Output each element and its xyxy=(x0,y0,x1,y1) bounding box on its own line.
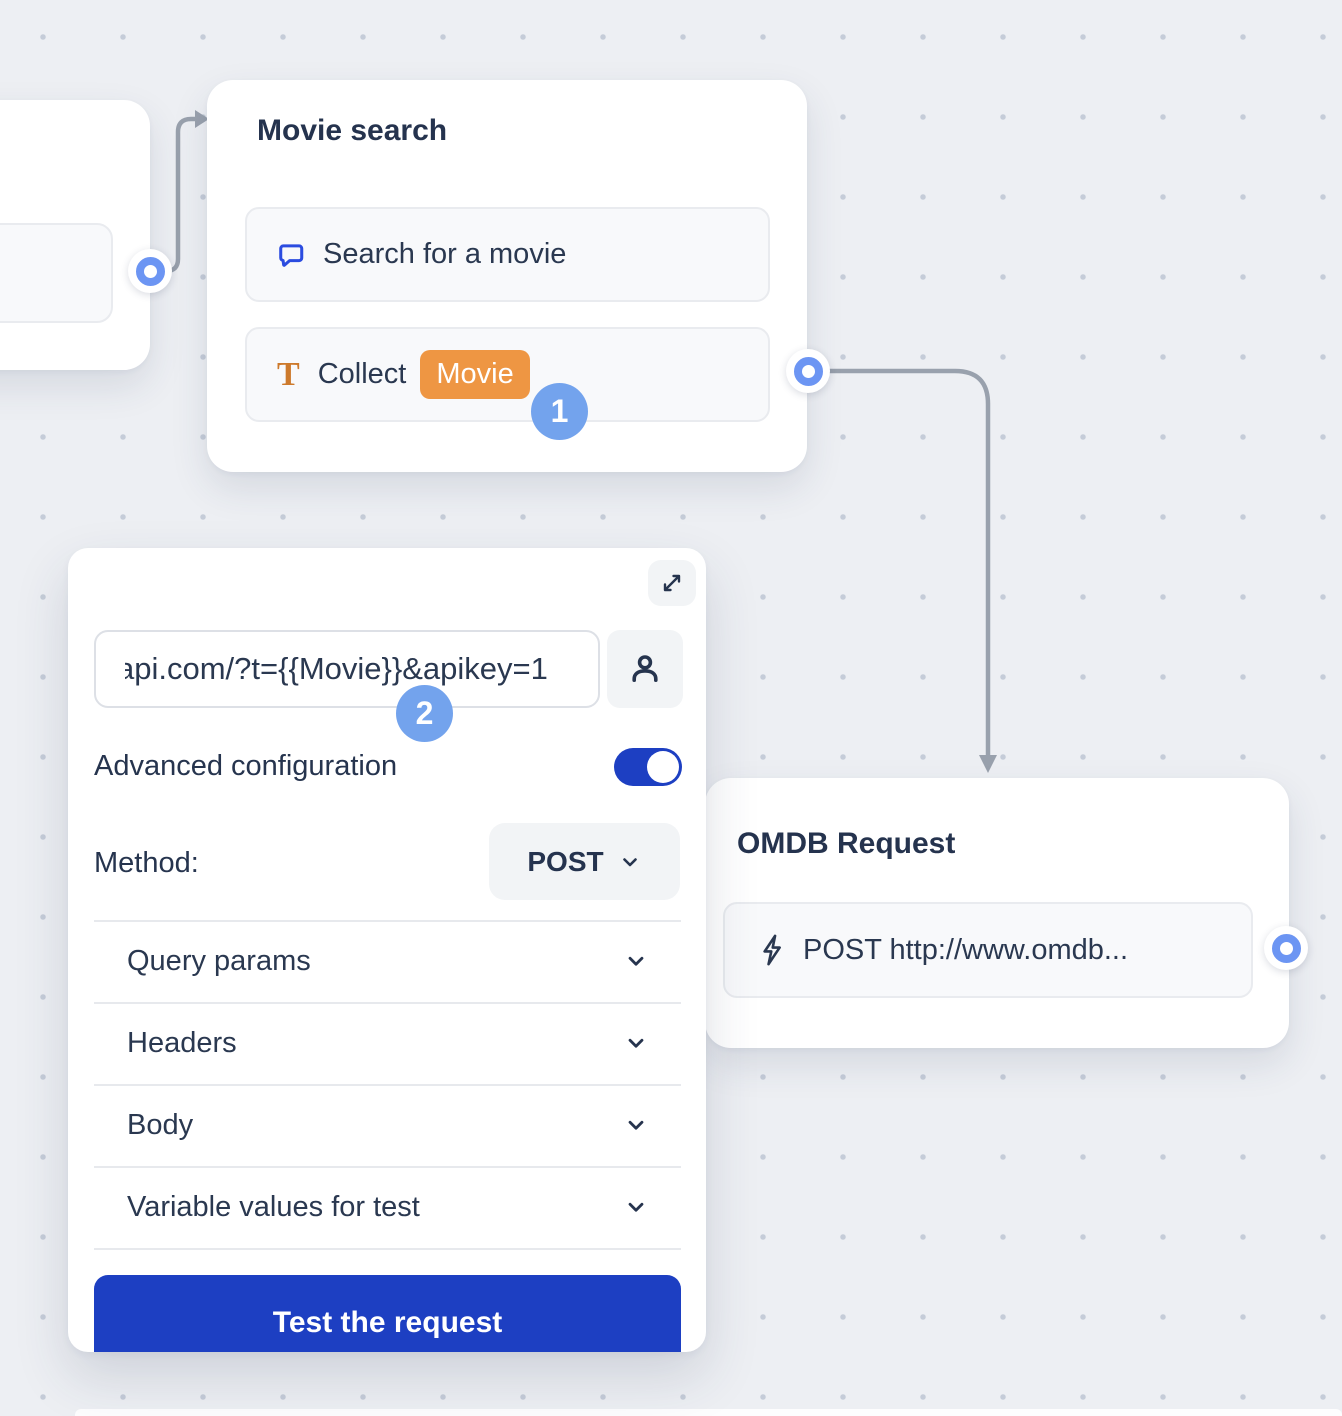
person-icon xyxy=(632,655,658,683)
node-item-search-for-movie[interactable]: Search for a movie xyxy=(245,207,770,302)
section-label: Body xyxy=(127,1108,194,1141)
method-dropdown[interactable]: POST xyxy=(489,823,680,900)
lightning-icon xyxy=(763,934,781,966)
partial-node-card[interactable] xyxy=(0,100,150,370)
expand-button[interactable] xyxy=(648,560,696,606)
advanced-configuration-toggle[interactable] xyxy=(614,748,682,786)
expand-icon xyxy=(663,574,681,592)
advanced-configuration-label: Advanced configuration xyxy=(94,750,398,782)
partial-node-item[interactable] xyxy=(0,223,113,323)
node-movie-search[interactable]: Movie search Search for a movie T Collec… xyxy=(207,80,807,472)
divider xyxy=(94,1084,681,1086)
divider xyxy=(94,1248,681,1250)
connector-left-to-movie-search xyxy=(154,110,209,274)
output-port-partial-node[interactable] xyxy=(128,249,172,293)
section-variable-values[interactable]: Variable values for test xyxy=(94,1166,681,1248)
chevron-down-icon xyxy=(628,1038,644,1048)
url-input[interactable]: api.com/?t={{Movie}}&apikey=1 xyxy=(94,630,600,708)
method-label: Method: xyxy=(94,847,199,879)
node-item-collect-movie[interactable]: T Collect Movie xyxy=(245,327,770,422)
section-label: Query params xyxy=(127,944,311,977)
step-badge-1: 1 xyxy=(531,383,588,440)
chevron-down-icon xyxy=(628,1202,644,1212)
section-query-params[interactable]: Query params xyxy=(94,920,681,1002)
node-title: OMDB Request xyxy=(737,827,956,860)
test-request-button[interactable]: Test the request xyxy=(94,1275,681,1352)
output-port-movie-search[interactable] xyxy=(786,349,830,393)
node-item-omdb-post[interactable]: POST http://www.omdb... xyxy=(723,902,1253,998)
toggle-knob xyxy=(647,751,679,783)
section-label: Headers xyxy=(127,1026,237,1059)
connector-movie-search-to-omdb xyxy=(817,368,997,773)
step-badge-2: 2 xyxy=(396,685,453,742)
divider xyxy=(94,1002,681,1004)
section-headers[interactable]: Headers xyxy=(94,1002,681,1084)
method-value: POST xyxy=(527,845,604,877)
chevron-down-icon xyxy=(622,857,637,866)
variable-badge-movie[interactable]: Movie xyxy=(420,350,530,399)
node-item-label: POST http://www.omdb... xyxy=(803,933,1129,966)
node-item-label: Search for a movie xyxy=(323,238,567,270)
port-ring-icon xyxy=(135,256,165,286)
partial-card-bottom-edge xyxy=(75,1409,1342,1416)
output-port-omdb-request[interactable] xyxy=(1264,926,1308,970)
port-ring-icon xyxy=(1271,933,1301,963)
arrowhead-down-icon xyxy=(979,755,997,773)
chevron-down-icon xyxy=(628,956,644,966)
node-omdb-request[interactable]: OMDB Request POST http://www.omdb... xyxy=(690,778,1289,1048)
text-collect-icon: T xyxy=(277,355,300,393)
node-title: Movie search xyxy=(257,114,448,147)
person-variable-button[interactable] xyxy=(607,630,683,708)
divider xyxy=(94,920,681,922)
chevron-down-icon xyxy=(628,1120,644,1130)
webhook-config-panel: api.com/?t={{Movie}}&apikey=1 Advanced c… xyxy=(68,548,706,1352)
node-item-label: Collect xyxy=(317,358,407,390)
divider xyxy=(94,1166,681,1168)
section-label: Variable values for test xyxy=(127,1190,420,1223)
chat-bubble-icon xyxy=(279,243,304,267)
port-ring-icon xyxy=(793,356,823,386)
section-body[interactable]: Body xyxy=(94,1084,681,1166)
url-input-value: api.com/?t={{Movie}}&apikey=1 xyxy=(125,651,548,686)
